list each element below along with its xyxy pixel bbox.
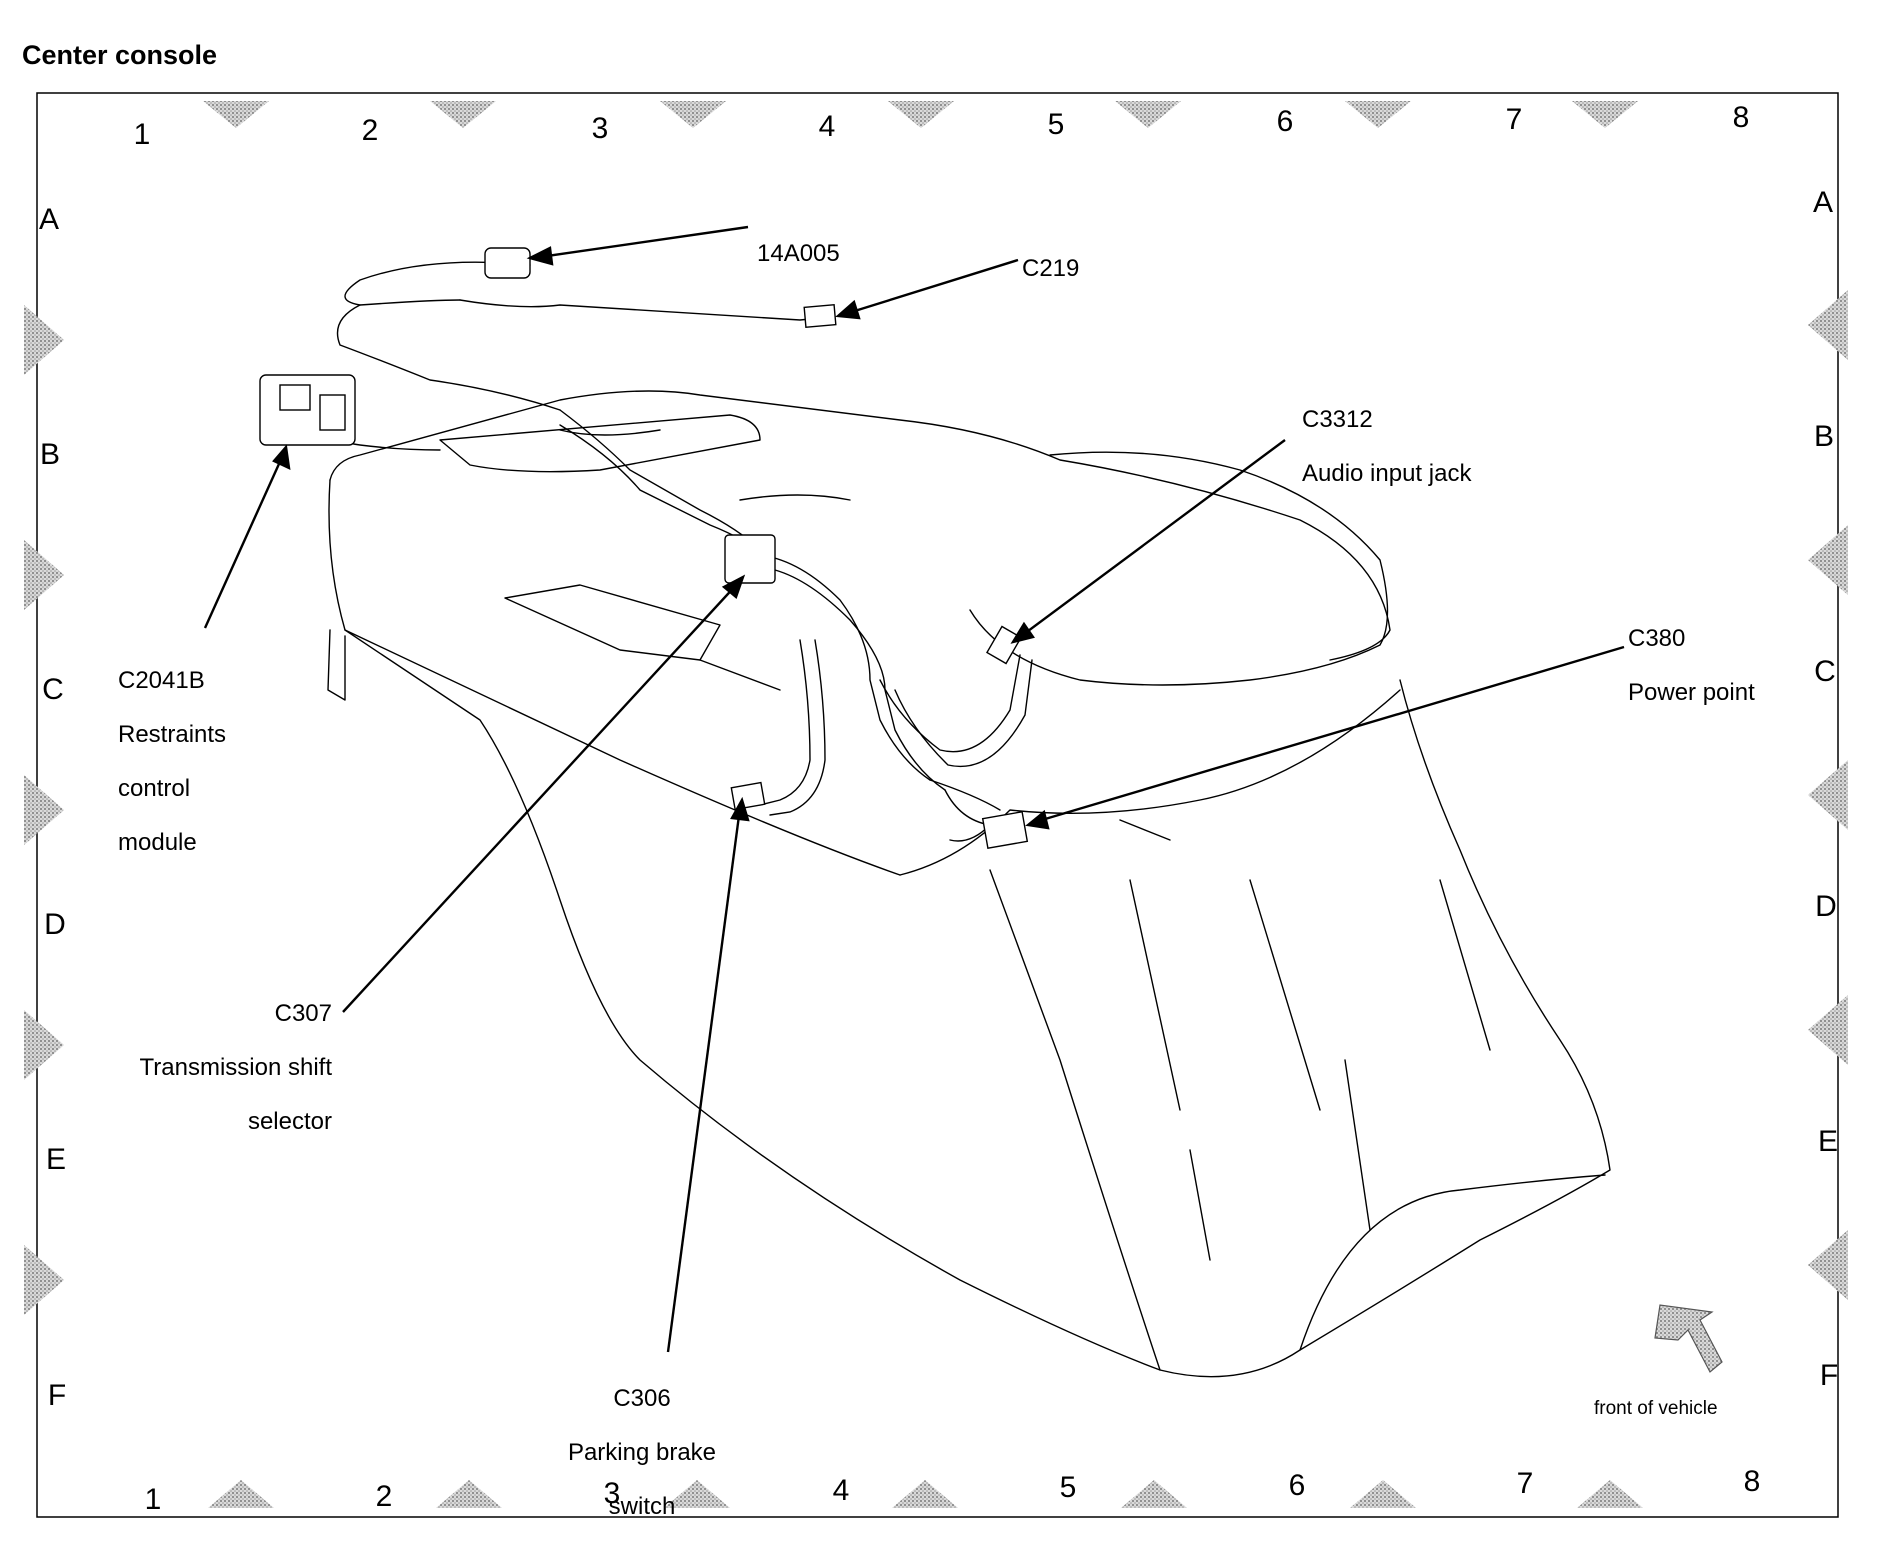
diagram-border	[36, 92, 1839, 1518]
row-label-left: C	[42, 673, 64, 706]
left-grid-markers	[24, 305, 64, 1315]
callout-c219: C219	[1022, 228, 1079, 309]
row-label-right: D	[1815, 890, 1837, 923]
console-top-outline	[329, 390, 1391, 661]
c3312-connector	[986, 625, 1022, 665]
callout-line: Parking brake	[567, 1439, 717, 1466]
callout-line: control	[118, 775, 191, 802]
col-label-top: 1	[133, 118, 151, 151]
col-label-top: 3	[591, 112, 609, 145]
row-label-right: C	[1814, 655, 1836, 688]
right-grid-markers	[1808, 290, 1848, 1300]
leader-c307	[342, 582, 739, 1013]
callout-line: C2041B	[118, 667, 205, 694]
col-label-top: 4	[818, 110, 836, 143]
callout-line: C3312	[1302, 406, 1373, 433]
callout-line: Restraints	[118, 721, 227, 748]
shifter-slot	[504, 584, 721, 661]
col-label-bottom: 6	[1288, 1469, 1306, 1502]
console-lower-edge	[899, 689, 1401, 876]
row-label-left: D	[44, 908, 66, 941]
leader-c3312	[1019, 439, 1286, 638]
c380-connector	[981, 810, 1029, 850]
callout-c380: C380 Power point	[1628, 598, 1755, 733]
callout-line: C380	[1628, 625, 1686, 652]
row-label-right: F	[1819, 1359, 1839, 1392]
leader-c306	[666, 807, 742, 1353]
console-rear-panel	[989, 869, 1161, 1371]
console-rear-curve	[1299, 1174, 1606, 1351]
callout-line: module	[118, 829, 197, 856]
callout-line: C306	[613, 1385, 671, 1412]
col-label-bottom: 7	[1516, 1467, 1534, 1500]
callout-line: Power point	[1628, 679, 1755, 706]
row-label-left: E	[45, 1143, 67, 1176]
callout-c3312: C3312 Audio input jack	[1302, 379, 1471, 514]
row-label-left: F	[47, 1379, 67, 1412]
console-left-side	[328, 479, 901, 876]
connectors	[259, 247, 1029, 850]
console-front-side	[344, 629, 1611, 1378]
leader-c380	[1034, 645, 1625, 824]
col-label-bottom: 1	[144, 1483, 162, 1516]
callout-line: selector	[247, 1108, 332, 1135]
bottom-grid-markers	[208, 1480, 1643, 1508]
leader-c219	[844, 258, 1019, 316]
c306-connector	[730, 781, 766, 811]
row-label-right: A	[1812, 186, 1834, 219]
col-label-bottom: 8	[1743, 1465, 1761, 1498]
row-label-right: E	[1817, 1125, 1839, 1158]
page-title: Center console	[22, 40, 218, 70]
callout-c306: C306 Parking brake switch	[551, 1358, 733, 1547]
col-label-bottom: 3	[603, 1477, 621, 1510]
wiring-harness	[299, 261, 1033, 842]
row-label-left: A	[38, 203, 60, 236]
leader-lines	[203, 225, 1625, 1353]
col-label-bottom: 4	[832, 1474, 850, 1507]
callout-line: Audio input jack	[1302, 460, 1472, 487]
front-arrow-icon	[1654, 1304, 1723, 1373]
callout-line: C219	[1022, 255, 1080, 282]
col-label-top: 5	[1047, 108, 1065, 141]
callout-line: 14A005	[757, 240, 840, 267]
c307-connector	[724, 534, 776, 584]
callout-14a005: 14A005	[757, 213, 840, 294]
col-label-top: 2	[361, 114, 379, 147]
leader-c2041b	[203, 454, 285, 629]
row-label-right: B	[1813, 420, 1835, 453]
callout-line: Transmission shift	[139, 1054, 333, 1081]
c219-connector	[803, 303, 837, 329]
cupholder-opening	[439, 414, 761, 473]
col-label-top: 7	[1505, 103, 1523, 136]
front-of-vehicle-label: front of vehicle	[1594, 1398, 1718, 1419]
console-side-lines	[1129, 879, 1491, 1261]
callout-c2041b: C2041B Restraints control module	[118, 640, 226, 883]
col-label-top: 6	[1276, 105, 1294, 138]
leader-14a005	[539, 225, 749, 259]
center-console-drawing	[327, 390, 1611, 1378]
col-label-bottom: 2	[375, 1480, 393, 1513]
console-armrest	[969, 451, 1389, 686]
col-label-bottom: 5	[1059, 1471, 1077, 1504]
callout-line: C307	[274, 1000, 332, 1027]
row-label-left: B	[39, 438, 61, 471]
col-label-top: 8	[1732, 101, 1750, 134]
callout-line: switch	[608, 1493, 676, 1520]
callout-c307: C307 Transmission shift selector	[110, 973, 333, 1162]
top-grid-markers	[203, 101, 1638, 128]
